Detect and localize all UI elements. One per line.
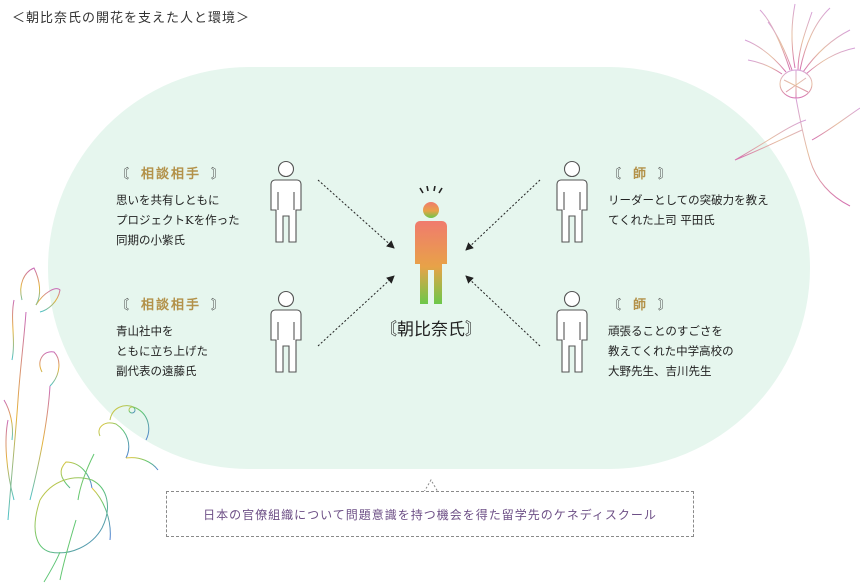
- environment-callout: 日本の官僚組織について問題意識を持つ機会を得た留学先のケネディスクール: [166, 491, 694, 537]
- center-person-name: 〘朝比奈氏〙: [380, 320, 482, 340]
- page-title: ＜朝比奈氏の開花を支えた人と環境＞: [12, 11, 251, 26]
- person-outline-icon: [556, 290, 588, 373]
- person-gradient-icon: [415, 186, 447, 304]
- left-bottom-label: 〘相談相手〙: [116, 298, 227, 313]
- arrow-icon: [317, 179, 395, 249]
- person-outline-icon: [270, 290, 302, 373]
- arrow-icon: [317, 275, 395, 347]
- iris-flower-icon: [34, 405, 159, 583]
- left-top-label: 〘相談相手〙: [116, 167, 227, 182]
- thistle-flower-icon: [734, 3, 860, 207]
- arrow-icon: [465, 179, 541, 251]
- right-top-label: 〘師〙: [608, 167, 674, 182]
- right-bottom-label: 〘師〙: [608, 298, 674, 313]
- left-bottom-description: 青山社中を ともに立ち上げた 副代表の遠藤氏: [116, 324, 208, 378]
- right-top-description: リーダーとしての突破力を教え てくれた上司 平田氏: [608, 193, 769, 227]
- arrow-icon: [465, 275, 541, 347]
- callout-notch: [424, 479, 438, 492]
- person-outline-icon: [556, 160, 588, 243]
- left-top-description: 思いを共有しともに プロジェクトKを作った 同期の小紫氏: [116, 193, 240, 247]
- environment-text: 日本の官僚組織について問題意識を持つ機会を得た留学先のケネディスクール: [203, 508, 657, 522]
- iris-flower-icon: [3, 267, 61, 521]
- person-outline-icon: [270, 160, 302, 243]
- right-bottom-description: 頑張ることのすごさを 教えてくれた中学高校の 大野先生、吉川先生: [608, 324, 734, 378]
